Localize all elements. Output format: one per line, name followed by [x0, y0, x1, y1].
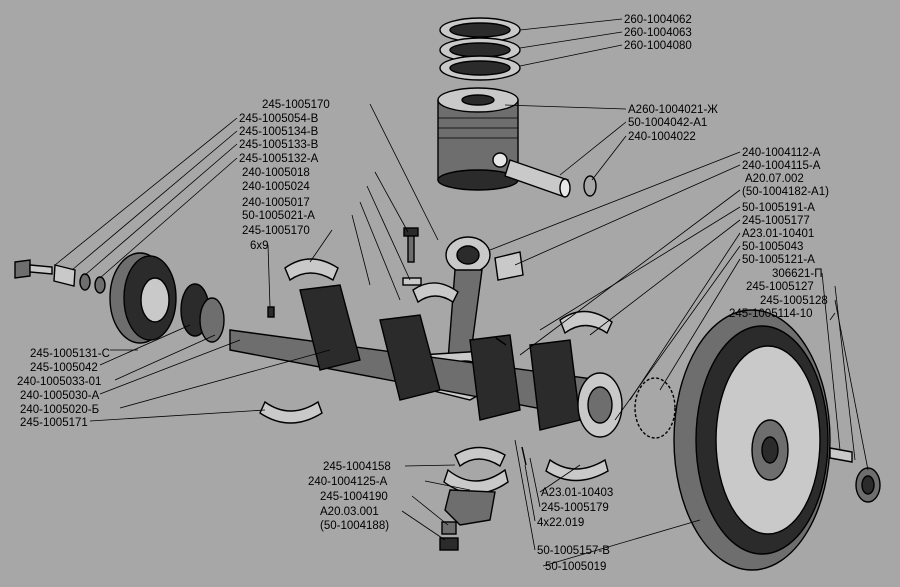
label: 245-1005114-10 — [729, 308, 813, 320]
flywheel-bearing — [829, 447, 881, 503]
piston — [437, 87, 519, 191]
label: 50-1005021-А — [242, 210, 315, 222]
label: 260-1004080 — [624, 40, 692, 52]
label: А23.01-10401 — [742, 228, 814, 240]
label: 50-1005191-А — [742, 202, 815, 214]
label: 240-1005033-01 — [17, 376, 101, 388]
gear-ring — [634, 377, 676, 439]
label: 240-1005024 — [242, 181, 310, 193]
label: 245-1004190 — [320, 491, 388, 503]
label: А20.03.001 — [320, 506, 379, 518]
label: 245-1005127 — [746, 281, 814, 293]
label: 50-1005157-В — [537, 545, 610, 557]
labels-top-right: 260-1004062 260-1004063 260-1004080 А260… — [624, 14, 829, 320]
rod-cap — [443, 446, 509, 526]
label: 245-1005171 — [20, 417, 88, 429]
labels-bottom-right: А23.01-10403 245-1005179 4х22.019 50-100… — [537, 487, 613, 573]
label: (50-1004182-А1) — [742, 186, 829, 198]
label: А260-1004021-Ж — [628, 104, 718, 116]
labels-bottom-left: 245-1005131-С 245-1005042 240-1005033-01… — [17, 348, 110, 429]
label: 306621-П — [772, 268, 822, 280]
gears — [180, 283, 225, 343]
label: 240-1005020-Б — [20, 404, 99, 416]
label: 245-1005054-В — [239, 113, 319, 125]
label: 240-1004022 — [628, 131, 696, 143]
flywheel — [673, 309, 831, 571]
labels-top-left: 245-1005170 245-1005054-В 245-1005134-В … — [239, 99, 330, 252]
label: 50-1005019 — [545, 561, 606, 573]
label: (50-1004188) — [320, 520, 389, 532]
label: 245-1005128 — [760, 295, 828, 307]
piston-pin — [504, 159, 597, 198]
front-bolt — [14, 259, 106, 294]
label: 240-1005030-А — [20, 390, 100, 402]
label: 240-1005018 — [242, 167, 310, 179]
label: 4х22.019 — [537, 517, 584, 529]
label: А23.01-10403 — [541, 487, 613, 499]
rod-nuts — [439, 521, 459, 551]
label: 50-1005121-А — [742, 254, 815, 266]
label: 240-1004125-А — [308, 476, 388, 488]
label: 260-1004062 — [624, 14, 692, 26]
key — [267, 306, 275, 318]
cotter-pins — [495, 337, 527, 466]
label: 240-1005017 — [242, 197, 310, 209]
bearing-shells-lower — [259, 400, 609, 482]
label: 245-1005133-В — [239, 139, 319, 151]
label: 245-1005179 — [541, 502, 609, 514]
labels-bottom-center: 245-1004158 240-1004125-А 245-1004190 А2… — [308, 461, 391, 532]
label: 245-1005170 — [262, 99, 330, 111]
label: 245-1005170 — [242, 225, 310, 237]
label: 245-1004158 — [323, 461, 391, 473]
pulley — [109, 252, 177, 344]
label: 240-1004115-А — [742, 160, 821, 172]
leader-lines — [54, 18, 869, 567]
piston-rings — [439, 17, 521, 81]
label: 240-1004112-А — [742, 147, 821, 159]
crankshaft — [229, 284, 623, 438]
label: А20.07.002 — [745, 173, 804, 185]
label: 6х9 — [250, 240, 269, 252]
label: 245-1005131-С — [30, 348, 110, 360]
label: 245-1005042 — [30, 362, 98, 374]
label: 245-1005132-А — [239, 153, 319, 165]
counterweight-bolts — [402, 227, 422, 286]
label: 50-1005043 — [742, 241, 803, 253]
label: 245-1005134-В — [239, 126, 319, 138]
label: 50-1004042-А1 — [628, 117, 707, 129]
label: 260-1004063 — [624, 27, 692, 39]
rod-bushing — [494, 251, 524, 281]
label: 245-1005177 — [742, 215, 810, 227]
